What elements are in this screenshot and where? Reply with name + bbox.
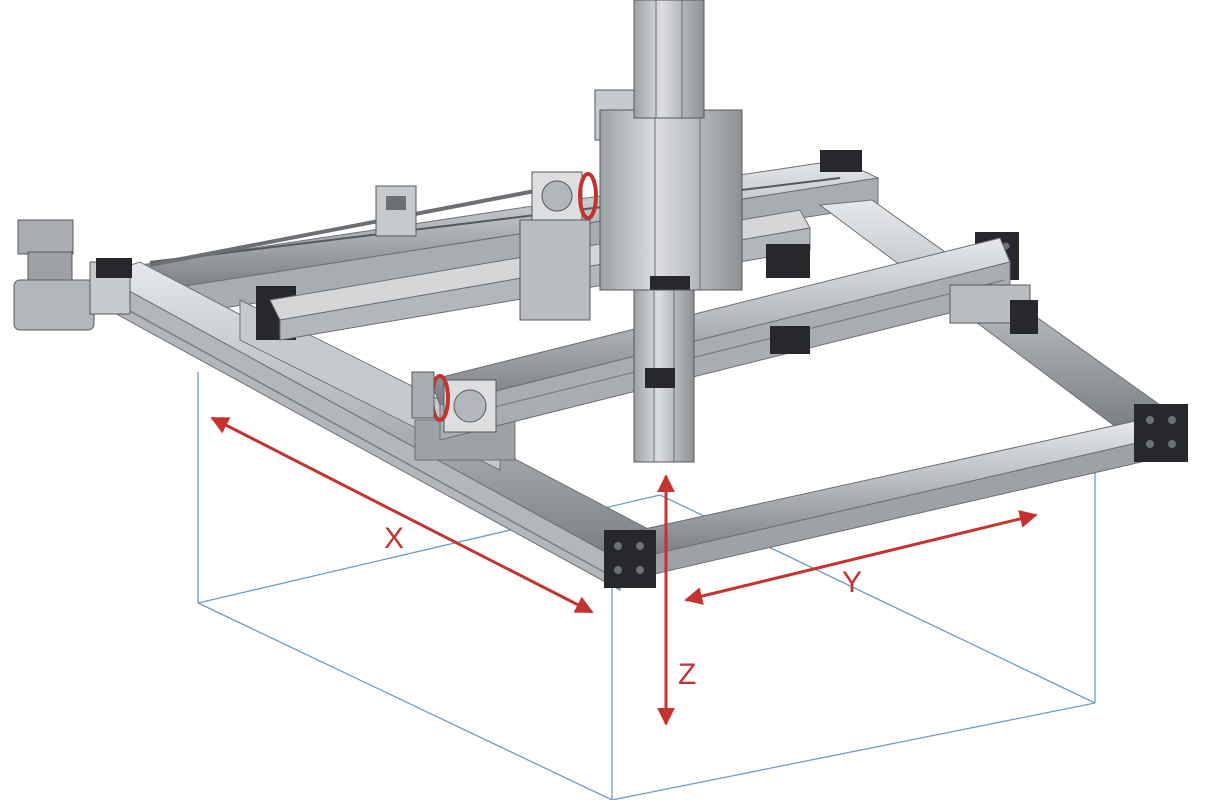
drive-shaft — [149, 188, 541, 267]
z-axis-label: Z — [678, 658, 696, 691]
y-axis-label: Y — [842, 566, 862, 599]
corner-bracket-front-left — [604, 530, 656, 588]
x-axis-label: X — [384, 522, 404, 555]
z-carriage — [519, 89, 810, 321]
front-rail — [639, 419, 1151, 576]
y-axis-arrow — [684, 510, 1038, 605]
right-carriage — [770, 284, 1038, 354]
x-axis-arrow — [210, 416, 594, 614]
vertical-actuator-icon — [633, 0, 705, 463]
gear-motor-icon — [13, 219, 132, 331]
y-cross-beam — [429, 237, 1011, 441]
corner-bracket — [820, 150, 862, 172]
tensioner-block — [375, 185, 417, 237]
servo-motor-icon — [531, 171, 598, 221]
corner-bracket-front-right — [1134, 404, 1188, 462]
